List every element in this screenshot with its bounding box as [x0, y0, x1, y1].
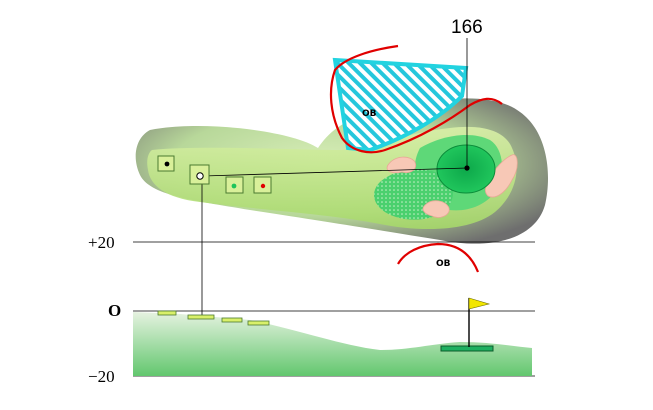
play-line: [202, 167, 468, 177]
axis-label-minus20: −20: [88, 367, 115, 386]
bunker: [386, 156, 417, 174]
profile-green: [440, 345, 494, 352]
ob-zone: [332, 57, 469, 153]
bunker: [422, 200, 450, 218]
axis-label-zero: O: [108, 301, 121, 320]
ob-boundary-line: [329, 44, 503, 154]
profile-tee-box: [221, 317, 243, 323]
ob-boundary-line: [397, 242, 480, 273]
profile-tee-box: [157, 310, 177, 316]
tee-marker-red: [253, 176, 272, 194]
profile-tee-box: [247, 320, 270, 326]
tee-marker-green: [225, 176, 244, 194]
tee-marker-white: [189, 164, 210, 185]
bunker: [484, 154, 518, 198]
axis-label-plus20: +20: [88, 233, 115, 252]
flag-icon: [468, 297, 491, 347]
ob-label: OB: [436, 259, 451, 269]
distance-label: 166: [451, 17, 483, 38]
tee-marker-black: [157, 155, 175, 172]
profile-tee-box: [187, 314, 215, 320]
ob-label: OB: [362, 109, 377, 119]
terrain-profile: [133, 312, 532, 376]
